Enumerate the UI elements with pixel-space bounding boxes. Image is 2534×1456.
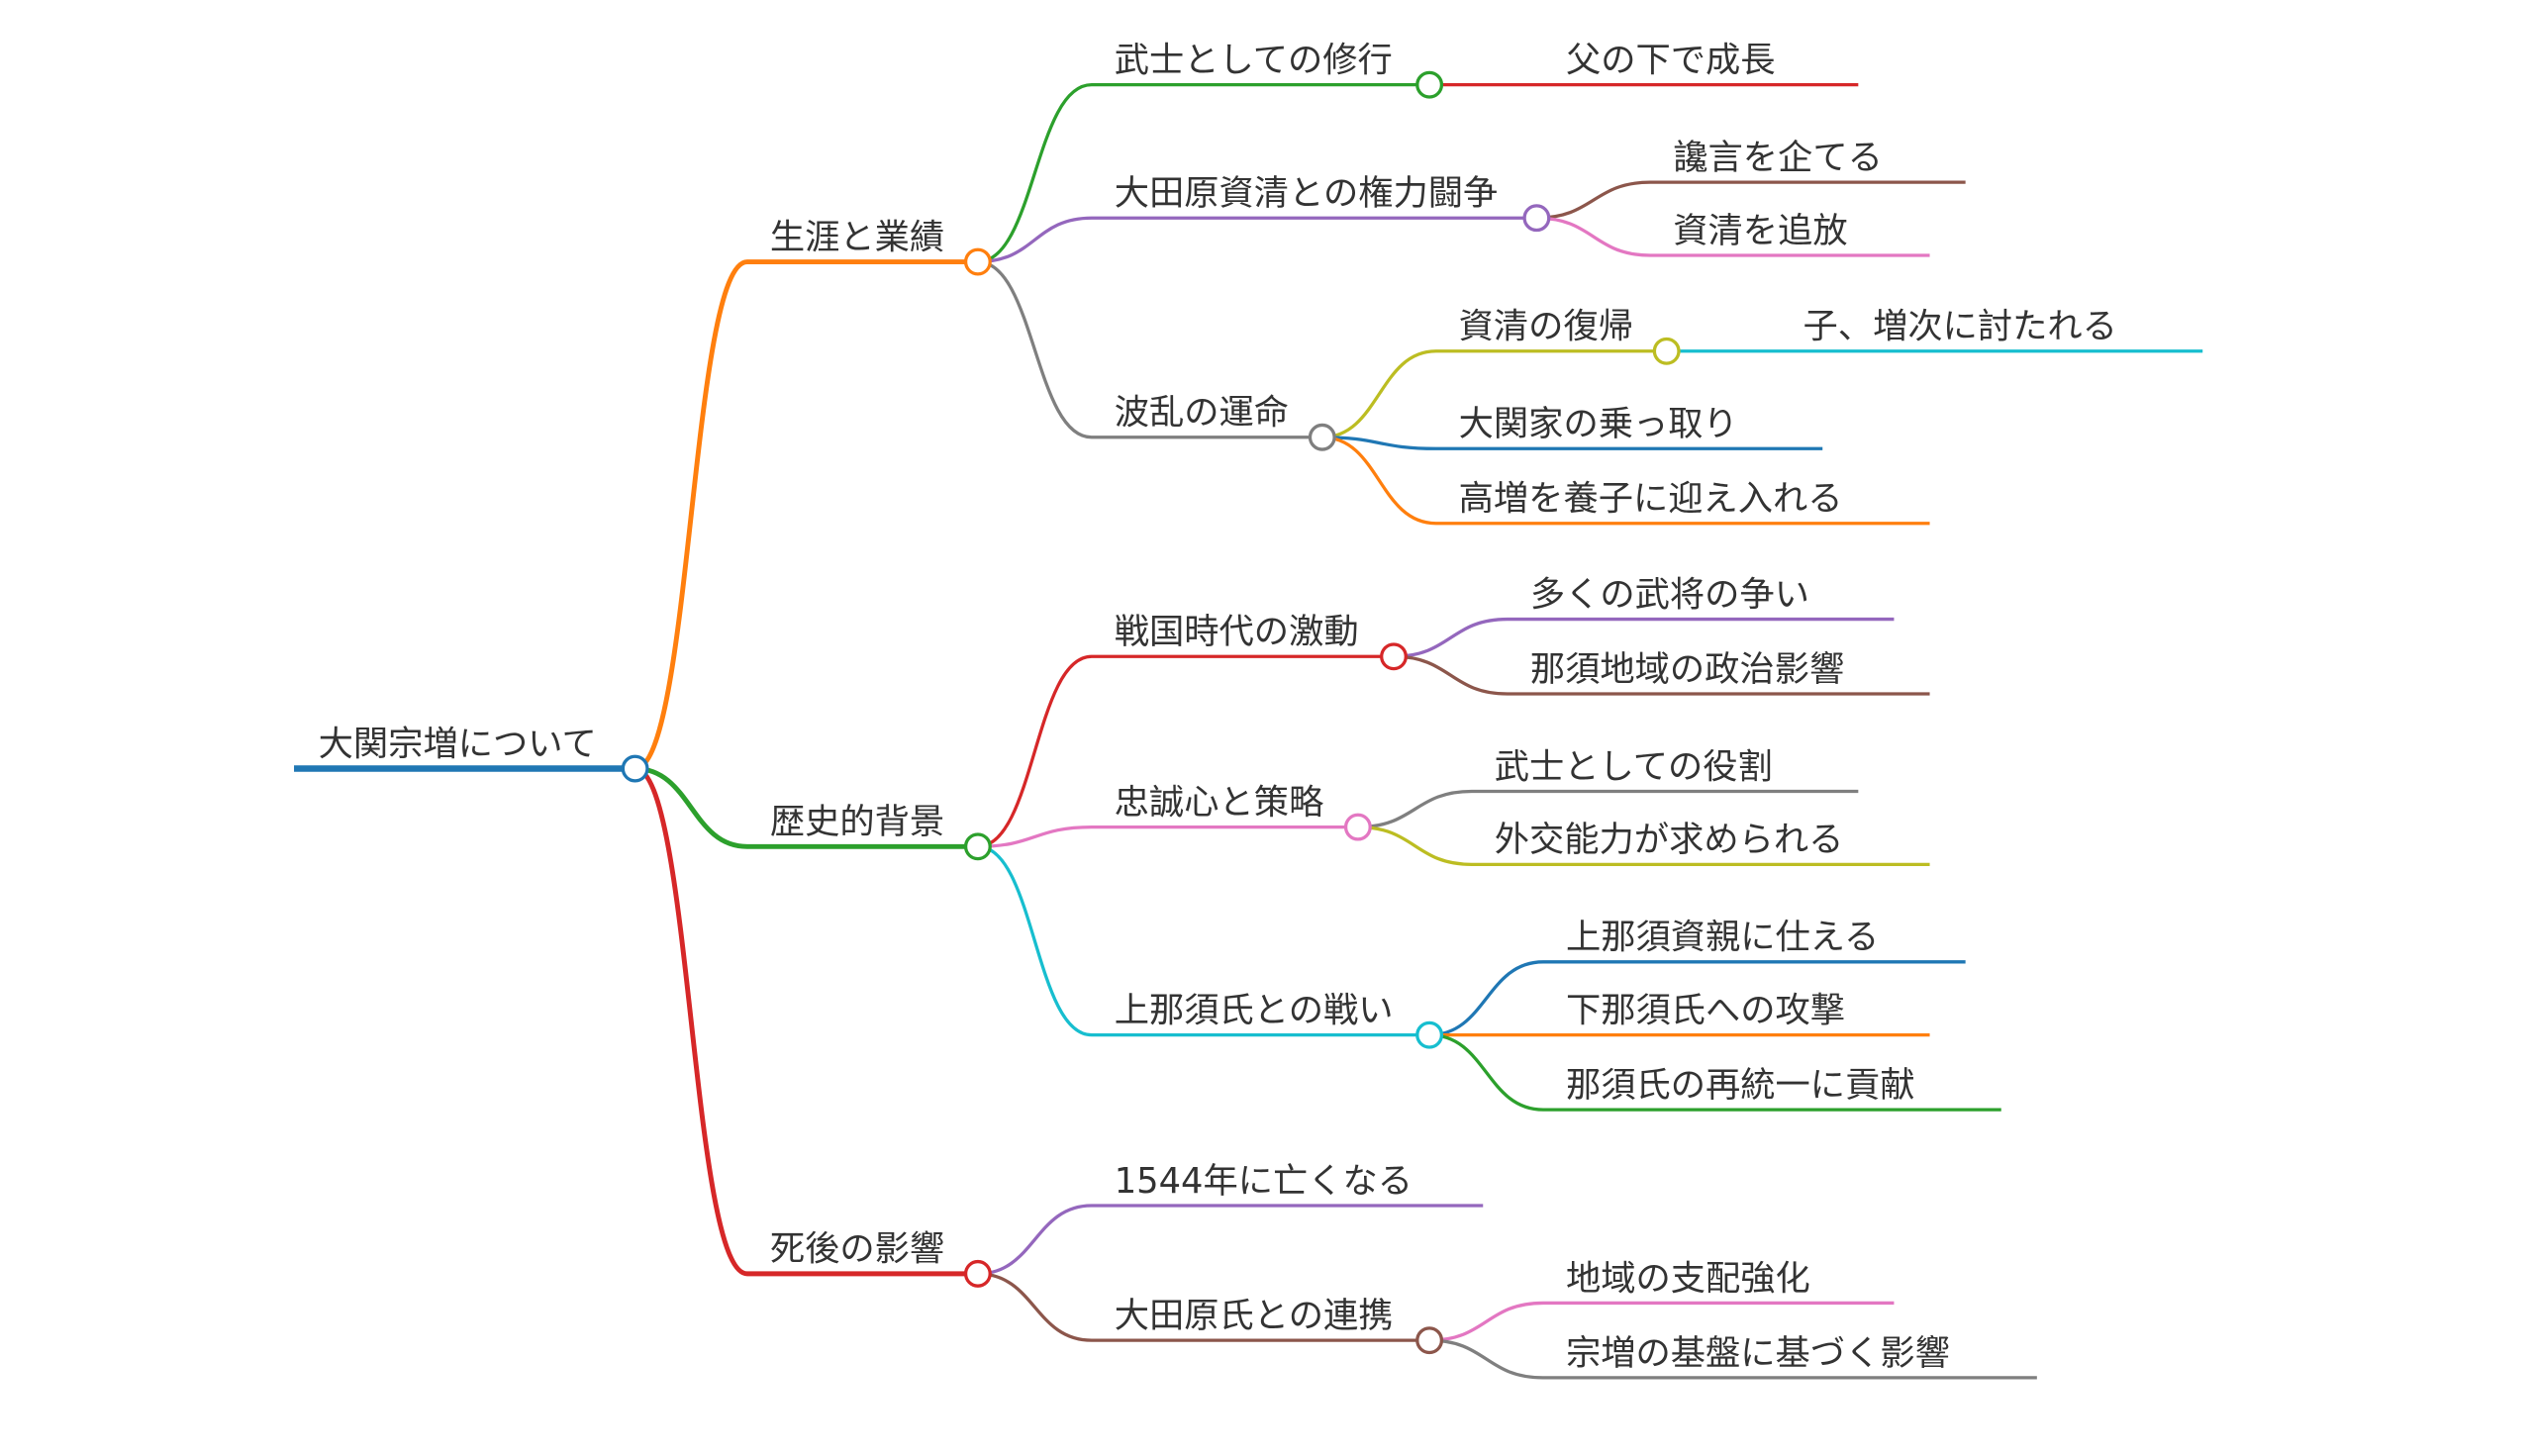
node-label[interactable]: 上那須氏との戦い bbox=[1115, 991, 1394, 1031]
edge bbox=[634, 766, 978, 1277]
edge bbox=[1393, 617, 1895, 658]
root-toggle-circle[interactable] bbox=[621, 754, 649, 783]
node-label[interactable]: 戦国時代の激動 bbox=[1115, 612, 1359, 652]
node-label[interactable]: 武士としての修行 bbox=[1115, 41, 1393, 81]
node-label[interactable]: 資清を追放 bbox=[1673, 211, 1847, 251]
node-label[interactable]: 宗増の基盤に基づく影響 bbox=[1566, 1333, 1950, 1374]
node-label[interactable]: 大田原氏との連携 bbox=[1115, 1296, 1394, 1336]
node-toggle-circle[interactable] bbox=[1415, 70, 1444, 99]
nodes bbox=[621, 70, 1681, 1355]
node-label[interactable]: 高増を養子に迎え入れる bbox=[1459, 479, 1843, 520]
edge bbox=[977, 83, 1430, 264]
edge bbox=[1321, 349, 1667, 439]
node-toggle-circle[interactable] bbox=[1652, 337, 1681, 365]
edge bbox=[977, 1272, 1430, 1342]
edge bbox=[977, 825, 1358, 848]
node-toggle-circle[interactable] bbox=[963, 1259, 992, 1288]
edge bbox=[977, 654, 1394, 848]
edge bbox=[1393, 654, 1930, 696]
node-label[interactable]: 上那須資親に仕える bbox=[1566, 918, 1879, 958]
node-label[interactable]: 子、増次に討たれる bbox=[1803, 307, 2117, 347]
node-label[interactable]: 忠誠心と策略 bbox=[1115, 782, 1324, 823]
node-label[interactable]: 地域の支配強化 bbox=[1566, 1258, 1810, 1299]
edges bbox=[294, 83, 2203, 1380]
edge bbox=[1321, 436, 1823, 450]
edge bbox=[634, 259, 978, 771]
node-label[interactable]: 大関家の乗っ取り bbox=[1459, 404, 1738, 444]
node-label[interactable]: 生涯と業績 bbox=[770, 217, 944, 257]
edge bbox=[1536, 216, 1930, 257]
node-toggle-circle[interactable] bbox=[963, 832, 992, 861]
edge bbox=[1357, 825, 1930, 866]
edge bbox=[977, 844, 1430, 1037]
node-label[interactable]: 大田原資清との権力闘争 bbox=[1115, 173, 1499, 214]
node-label[interactable]: 資清の復帰 bbox=[1459, 307, 1633, 347]
node-label[interactable]: 1544年に亡くなる bbox=[1115, 1161, 1413, 1202]
node-label[interactable]: 多くの武将の争い bbox=[1530, 574, 1809, 615]
node-toggle-circle[interactable] bbox=[1415, 1326, 1444, 1355]
node-label[interactable]: 外交能力が求められる bbox=[1495, 820, 1844, 860]
node-label[interactable]: 那須氏の再統一に貢献 bbox=[1566, 1065, 1915, 1106]
root-node-label[interactable]: 大関宗増について bbox=[319, 724, 597, 764]
edge bbox=[1321, 436, 1930, 526]
node-label[interactable]: 歴史的背景 bbox=[770, 802, 944, 842]
node-label[interactable]: 死後の影響 bbox=[770, 1229, 944, 1270]
node-label[interactable]: 武士としての役割 bbox=[1495, 746, 1773, 787]
edge bbox=[977, 1204, 1484, 1276]
edge bbox=[1429, 1338, 2037, 1380]
edge bbox=[977, 216, 1537, 264]
edge bbox=[1429, 1033, 2001, 1112]
node-toggle-circle[interactable] bbox=[963, 247, 992, 276]
edge bbox=[634, 766, 978, 849]
node-label[interactable]: 下那須氏への攻撃 bbox=[1566, 991, 1845, 1031]
node-toggle-circle[interactable] bbox=[1308, 423, 1336, 451]
node-label[interactable]: 父の下で成長 bbox=[1566, 41, 1776, 81]
node-label[interactable]: 讒言を企てる bbox=[1673, 138, 1883, 178]
edge bbox=[977, 259, 1322, 439]
edge bbox=[1429, 1301, 1895, 1342]
edge bbox=[1357, 789, 1859, 829]
node-toggle-circle[interactable] bbox=[1522, 204, 1551, 233]
node-label[interactable]: 那須地域の政治影響 bbox=[1530, 649, 1844, 690]
node-toggle-circle[interactable] bbox=[1380, 642, 1408, 671]
node-label[interactable]: 波乱の運命 bbox=[1115, 393, 1289, 434]
node-toggle-circle[interactable] bbox=[1415, 1020, 1444, 1049]
node-toggle-circle[interactable] bbox=[1343, 813, 1372, 841]
edge bbox=[1429, 960, 1966, 1037]
edge bbox=[1536, 180, 1966, 220]
